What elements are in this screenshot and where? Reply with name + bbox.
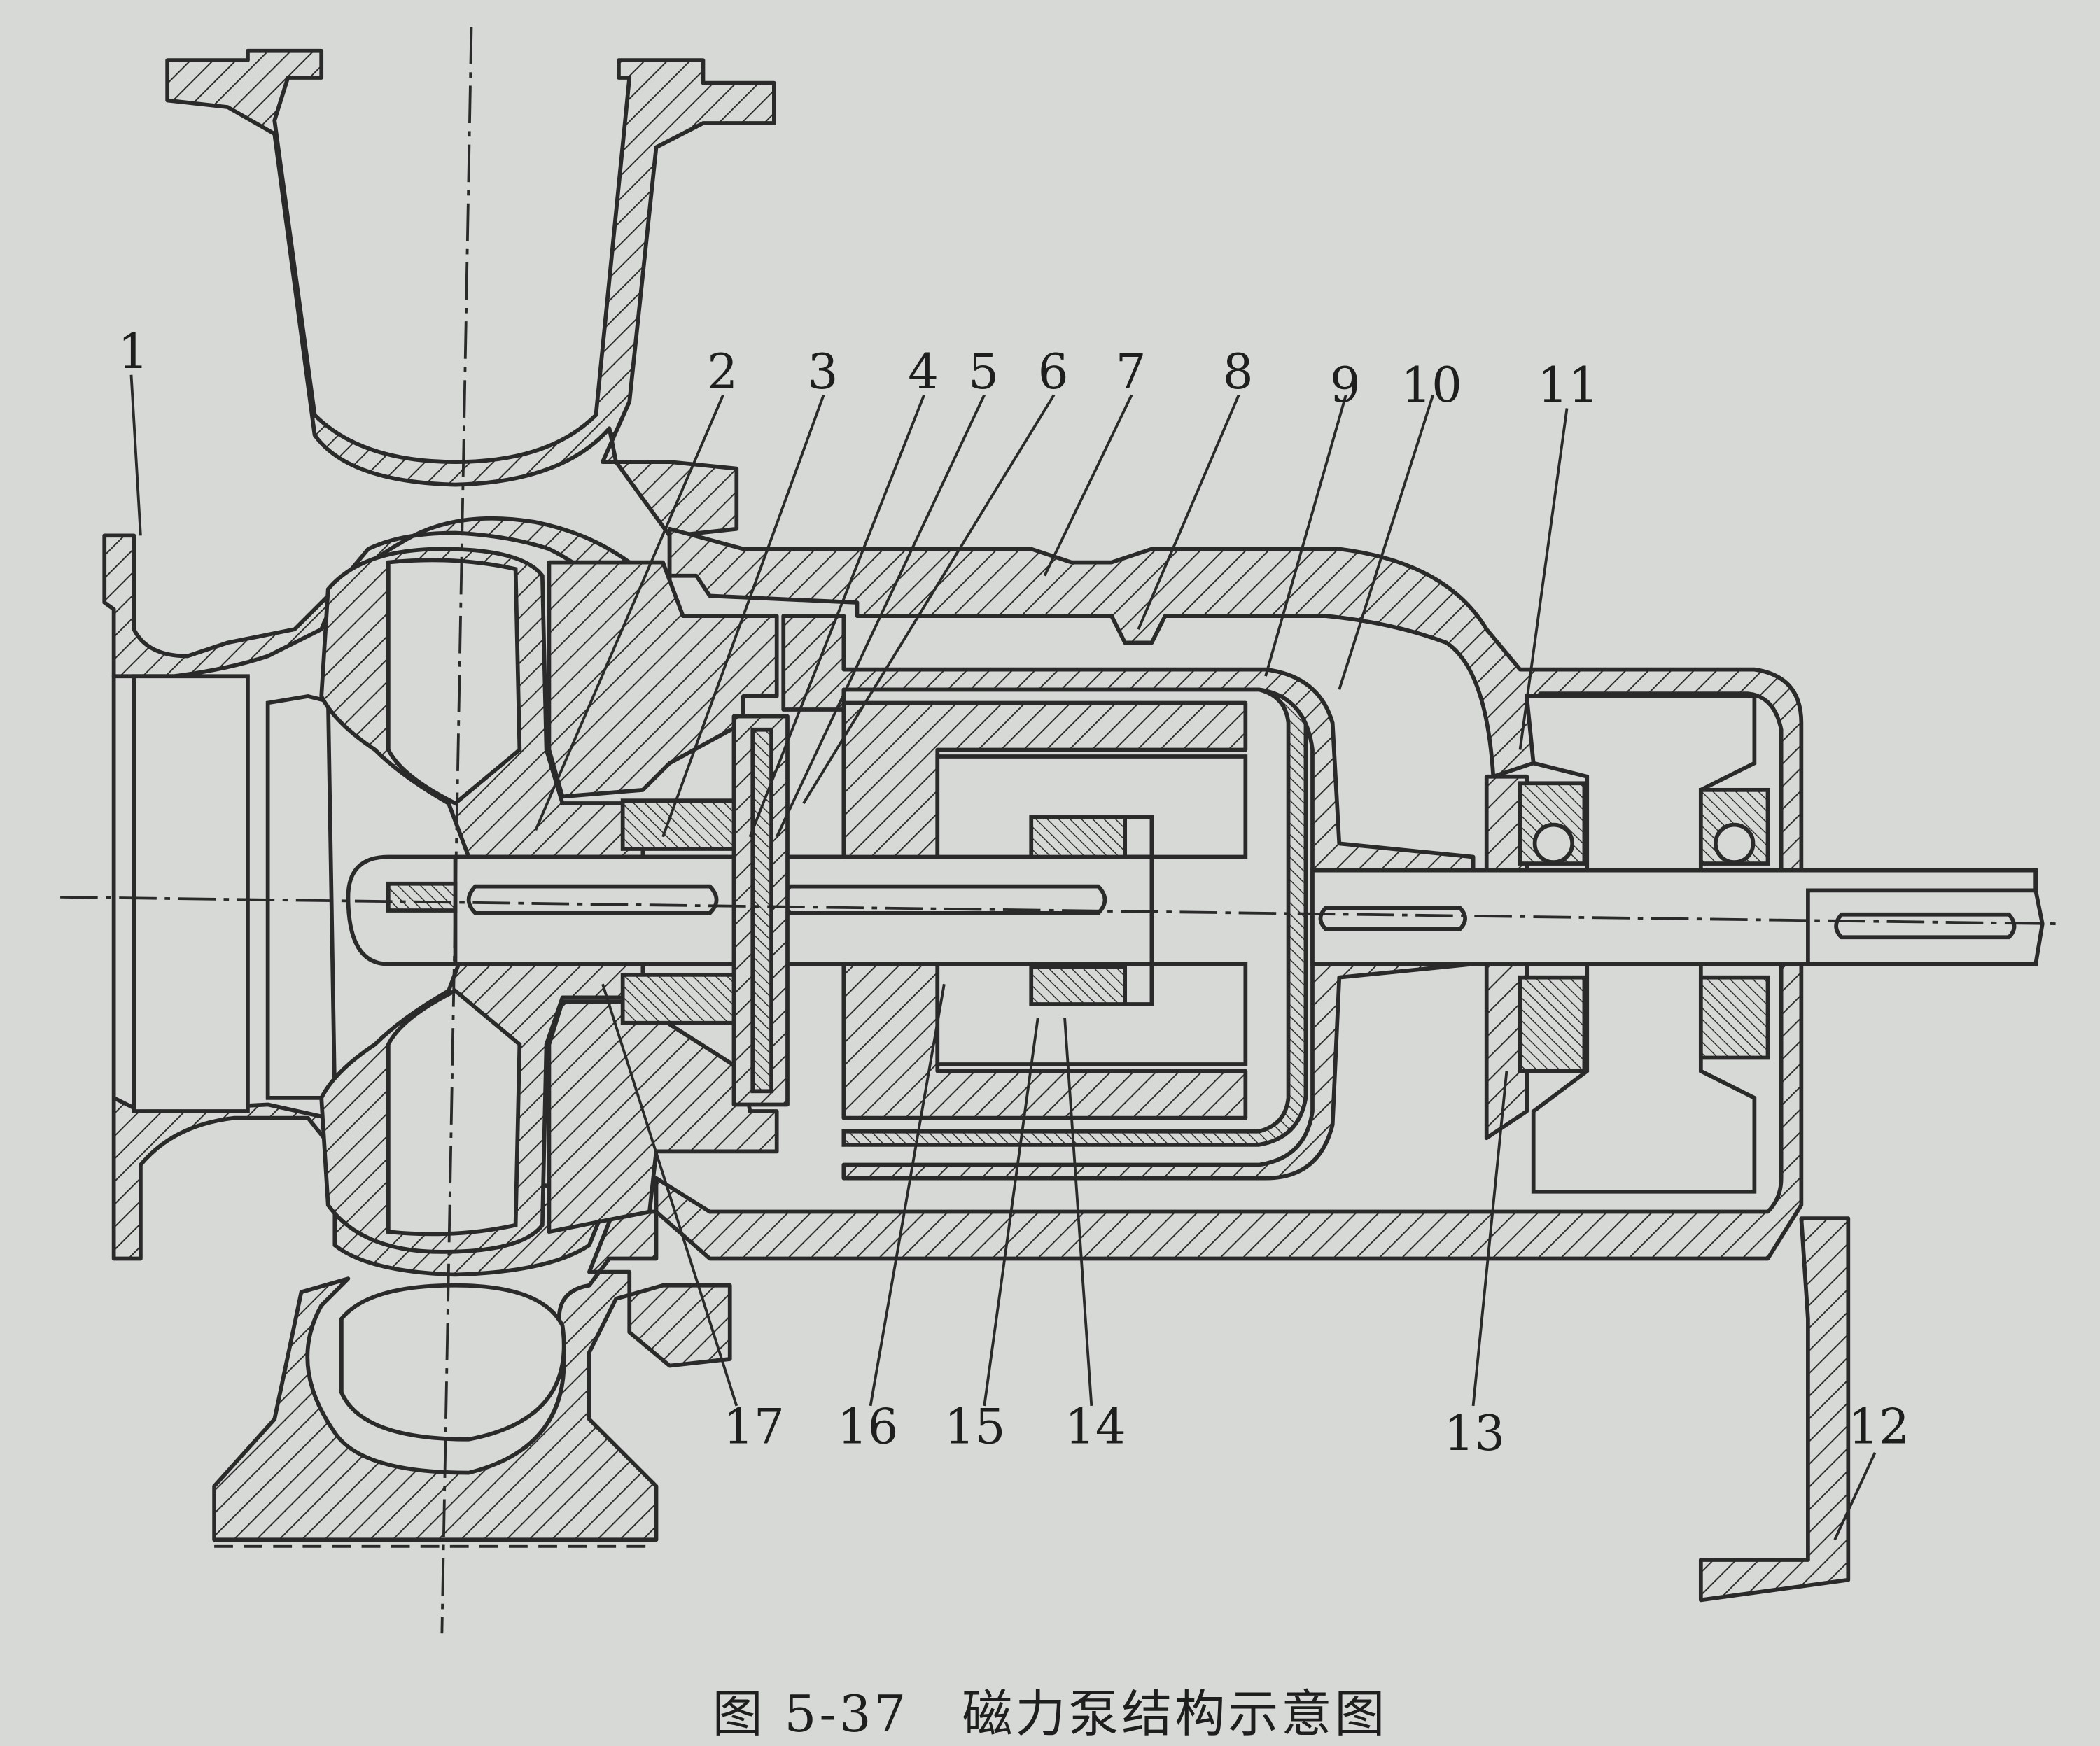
- rolling-bearings: [1518, 781, 1770, 1073]
- part-label-4: 4: [908, 344, 939, 400]
- part-label-1: 1: [118, 324, 148, 380]
- part-label-10: 10: [1401, 358, 1462, 414]
- part-number-labels: 1 2 3 4 5 6 7 8 9 10 11 12 13 14 15 16 1…: [118, 324, 1910, 1462]
- part-label-14: 14: [1065, 1400, 1126, 1456]
- support-foot: [1698, 1216, 1851, 1603]
- part-label-3: 3: [808, 344, 839, 400]
- figure-caption: 图 5-37 磁力泵结构示意图: [712, 1684, 1388, 1743]
- drive-shaft: [1310, 868, 2045, 966]
- part-label-12: 12: [1848, 1400, 1910, 1456]
- center-lines: [60, 27, 2063, 1634]
- inner-magnet-rotor: [841, 700, 1248, 1120]
- leader-lines: [130, 374, 1877, 1541]
- part-label-17: 17: [723, 1400, 785, 1456]
- part-label-6: 6: [1038, 344, 1069, 400]
- part-label-9: 9: [1330, 358, 1361, 414]
- part-label-7: 7: [1116, 344, 1147, 400]
- part-label-11: 11: [1537, 358, 1599, 414]
- pump-casing: [102, 48, 776, 1542]
- part-label-8: 8: [1223, 344, 1254, 400]
- part-label-13: 13: [1444, 1406, 1506, 1462]
- impeller: [319, 547, 645, 1254]
- part-label-15: 15: [944, 1400, 1006, 1456]
- pump-cover: [547, 560, 779, 1234]
- part-label-16: 16: [837, 1400, 899, 1456]
- part-label-5: 5: [968, 344, 999, 400]
- part-label-2: 2: [707, 344, 738, 400]
